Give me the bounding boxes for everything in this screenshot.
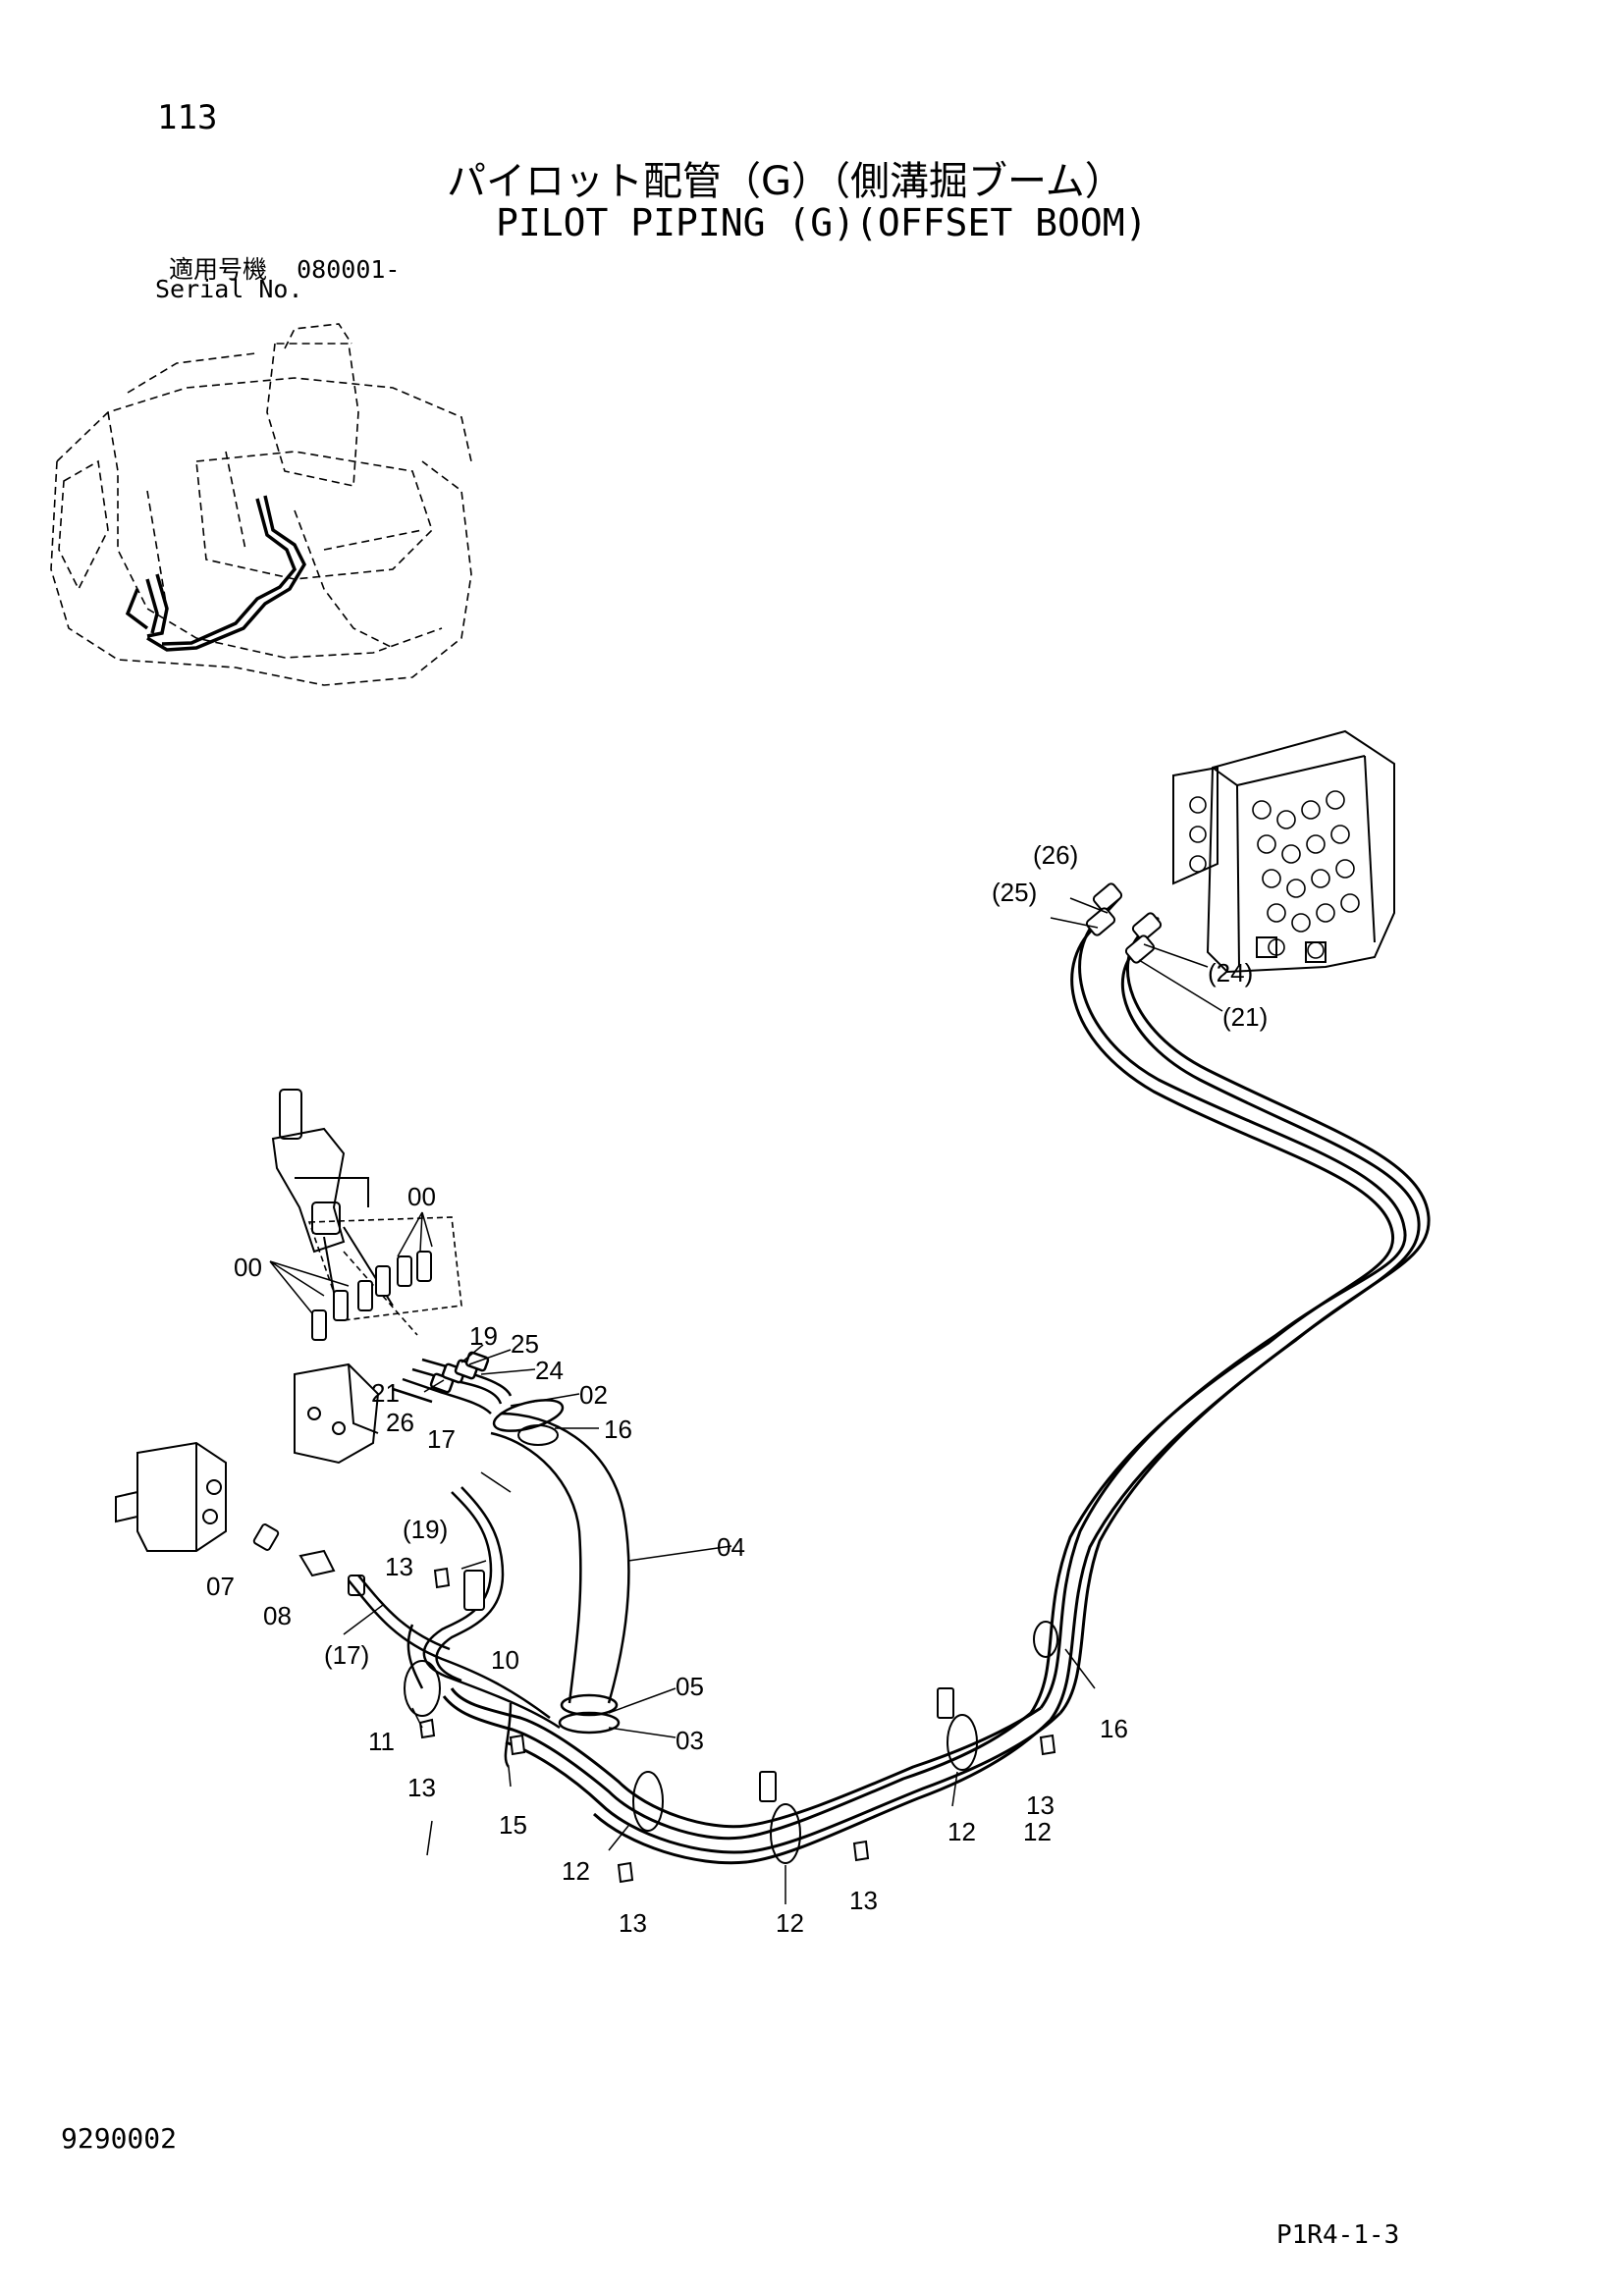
pilot-hoses [442,896,1431,1865]
callout-00-lower: 00 [234,1253,262,1282]
serial-label-english: Serial No. [155,275,303,303]
callout-24: 24 [535,1356,564,1385]
callout-17: 17 [427,1424,456,1454]
callout-15: 15 [499,1810,527,1840]
solenoid-valves [115,1362,380,1596]
callout-21-paren: (21) [1222,1002,1268,1032]
clamps-and-bolts [404,1424,1058,1884]
callout-labels: (26) (25) (24) (21) 00 00 19 25 24 21 02… [206,840,1268,1938]
callout-19-paren: (19) [403,1515,448,1544]
callout-08: 08 [263,1601,292,1630]
callout-16-upper: 16 [604,1415,632,1444]
callout-05: 05 [676,1672,704,1701]
callout-21: 21 [371,1378,400,1408]
callout-26: 26 [386,1408,414,1437]
hose-fittings-top [1085,882,1163,964]
footer-page-ref: P1R4-1-3 [1276,2220,1400,2250]
callout-25: 25 [511,1329,539,1359]
callout-13-b: 13 [407,1773,436,1802]
title-english: PILOT PIPING (G)(OFFSET BOOM) [496,201,1148,244]
callout-02: 02 [579,1380,608,1410]
callout-12-b: 12 [562,1856,590,1886]
callout-00-upper: 00 [407,1182,436,1211]
control-valve [1172,729,1395,974]
serial-label-jp-text: 適用号機 [169,255,268,284]
callout-11: 11 [368,1727,395,1756]
callout-17-paren: (17) [324,1640,369,1670]
leader-lines [269,897,1223,1904]
hose-boot [490,1399,630,1735]
pilot-control-valve [271,1089,462,1341]
callout-16-lower: 16 [1100,1714,1128,1743]
serial-value: 080001- [297,255,401,284]
lower-left-hoses [348,1486,561,1768]
callout-24-paren: (24) [1208,958,1253,988]
callout-25-paren: (25) [992,878,1037,907]
footer-document-code: 9290002 [61,2122,178,2155]
callout-12-a: 12 [947,1817,976,1846]
serial-label-japanese: 適用号機 080001- [169,250,400,286]
callout-26-paren: (26) [1033,840,1078,870]
callout-13-d: 13 [619,1908,647,1938]
callout-10: 10 [491,1645,519,1675]
callout-13-a: 13 [385,1552,413,1581]
callout-03: 03 [676,1726,704,1755]
callout-04: 04 [717,1532,745,1562]
excavator-overview-inset [50,323,472,686]
callout-07: 07 [206,1572,235,1601]
callout-19: 19 [469,1321,498,1351]
title-japanese: パイロット配管（G）（側溝掘ブーム） [447,159,1124,204]
callout-13-e: 13 [849,1886,878,1915]
callout-13-c: 13 [1026,1790,1055,1820]
callout-12-d: 12 [1023,1817,1052,1846]
callout-12-c: 12 [776,1908,804,1938]
pilot-valve-hoses [392,1351,513,1415]
page-number: 113 [157,98,218,137]
